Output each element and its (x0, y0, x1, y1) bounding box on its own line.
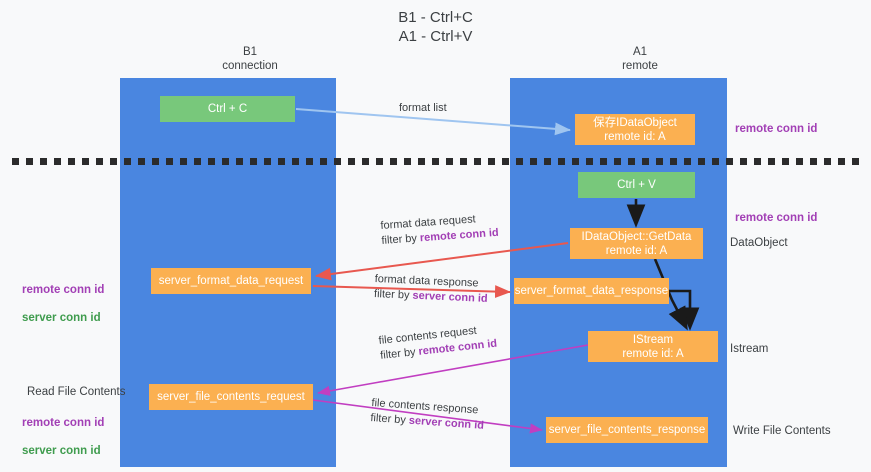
annotation-remote-conn-id-upper: remote conn id (22, 284, 105, 296)
annotation-write-file-contents: Write File Contents (733, 425, 831, 437)
annotation-remote-conn-id-mid: remote conn id (735, 212, 818, 224)
edge-label-format-data-response: format data response filter by server co… (374, 272, 489, 307)
edge-label-format-data-request: format data request filter by remote con… (380, 211, 499, 249)
node-ctrl-c[interactable]: Ctrl + C (160, 96, 295, 122)
edge-label-line2-highlight: server conn id (412, 289, 488, 305)
node-istream[interactable]: IStream remote id: A (588, 331, 718, 362)
phase-divider (12, 158, 859, 165)
annotation-server-conn-id-upper: server conn id (22, 312, 101, 324)
annotation-conn-ids-lower: remote conn id server conn id (22, 402, 104, 472)
node-server-file-contents-request[interactable]: server_file_contents_request (149, 384, 313, 410)
annotation-conn-ids-upper: remote conn id server conn id (22, 269, 104, 339)
annotation-istream: Istream (730, 343, 769, 355)
edge-label-line2-prefix: filter by (370, 411, 410, 427)
edge-label-format-list-text: format list (399, 102, 447, 114)
node-idataobject-getdata[interactable]: IDataObject::GetData remote id: A (570, 228, 703, 259)
edge-label-file-contents-request: file contents request filter by remote c… (378, 322, 498, 364)
edge-label-format-list: format list (399, 101, 447, 116)
node-ctrl-v[interactable]: Ctrl + V (578, 172, 695, 198)
column-header-b1: B1 connection (222, 46, 278, 72)
annotation-remote-conn-id-top: remote conn id (735, 123, 818, 135)
node-server-format-data-request[interactable]: server_format_data_request (151, 268, 311, 294)
annotation-dataobject: DataObject (730, 237, 788, 249)
column-header-a1: A1 remote (622, 46, 658, 72)
edge-label-line2-prefix: filter by (379, 345, 420, 362)
node-save-idataobject[interactable]: 保存IDataObject remote id: A (575, 114, 695, 145)
edge-label-line2-highlight: remote conn id (419, 226, 500, 245)
page-title: B1 - Ctrl+C A1 - Ctrl+V (398, 9, 473, 45)
edge-label-line2-prefix: filter by (373, 287, 413, 302)
edge-label-file-contents-response: file contents response filter by server … (370, 396, 486, 434)
node-server-format-data-response[interactable]: server_format_data_response (514, 278, 669, 304)
annotation-server-conn-id-lower: server conn id (22, 445, 101, 457)
annotation-remote-conn-id-lower: remote conn id (22, 417, 105, 429)
edge-label-line2-highlight: server conn id (408, 414, 485, 432)
edge-label-line2-prefix: filter by (381, 232, 421, 247)
node-server-file-contents-response[interactable]: server_file_contents_response (546, 417, 708, 443)
annotation-read-file-contents: Read File Contents (27, 386, 126, 398)
